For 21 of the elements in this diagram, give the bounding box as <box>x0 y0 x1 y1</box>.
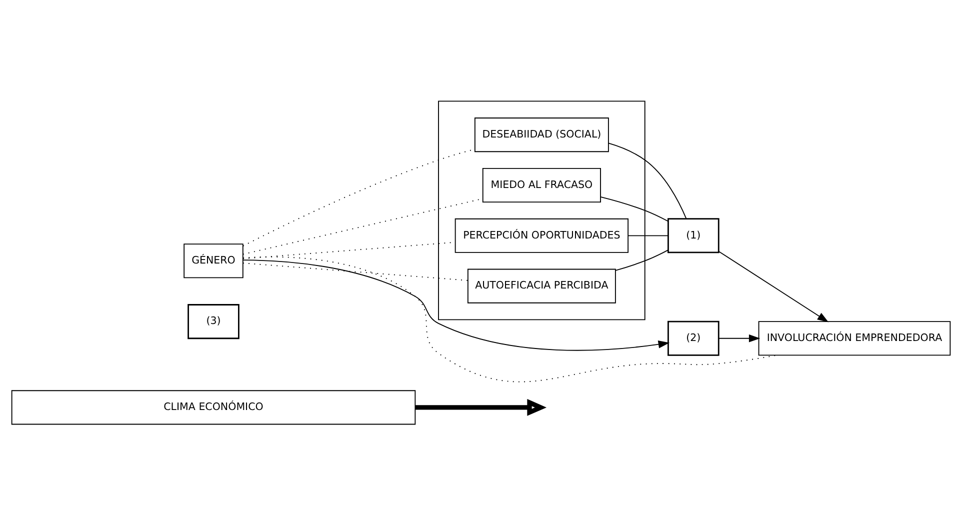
node-box: (3) <box>188 304 240 340</box>
arrow <box>242 260 670 351</box>
arrow <box>718 334 760 342</box>
arrow <box>416 398 547 416</box>
connector <box>608 142 687 220</box>
node-box: (1) <box>668 218 720 254</box>
arrow <box>718 251 829 322</box>
connector <box>242 262 468 281</box>
node-box: (2) <box>668 320 720 356</box>
cluster <box>438 100 646 320</box>
node-box: AUTOEFICACIA PERCIBIDA <box>467 268 616 304</box>
node-box: INVOLUCRACIÓN EMPRENDEDORA <box>758 321 951 356</box>
node-box: PERCEPCIÓN OPORTUNIDADES <box>454 218 629 253</box>
node-box: MIEDO AL FRACASO <box>482 168 601 203</box>
connector <box>242 256 778 382</box>
connector <box>628 235 668 236</box>
node-box: GÉNERO <box>184 244 244 278</box>
node-box: DESEABIIDAD (SOCIAL) <box>474 118 609 152</box>
connector <box>615 250 669 271</box>
node-box: CLIMA ECONÓMICO <box>11 390 416 425</box>
connector <box>600 196 669 222</box>
